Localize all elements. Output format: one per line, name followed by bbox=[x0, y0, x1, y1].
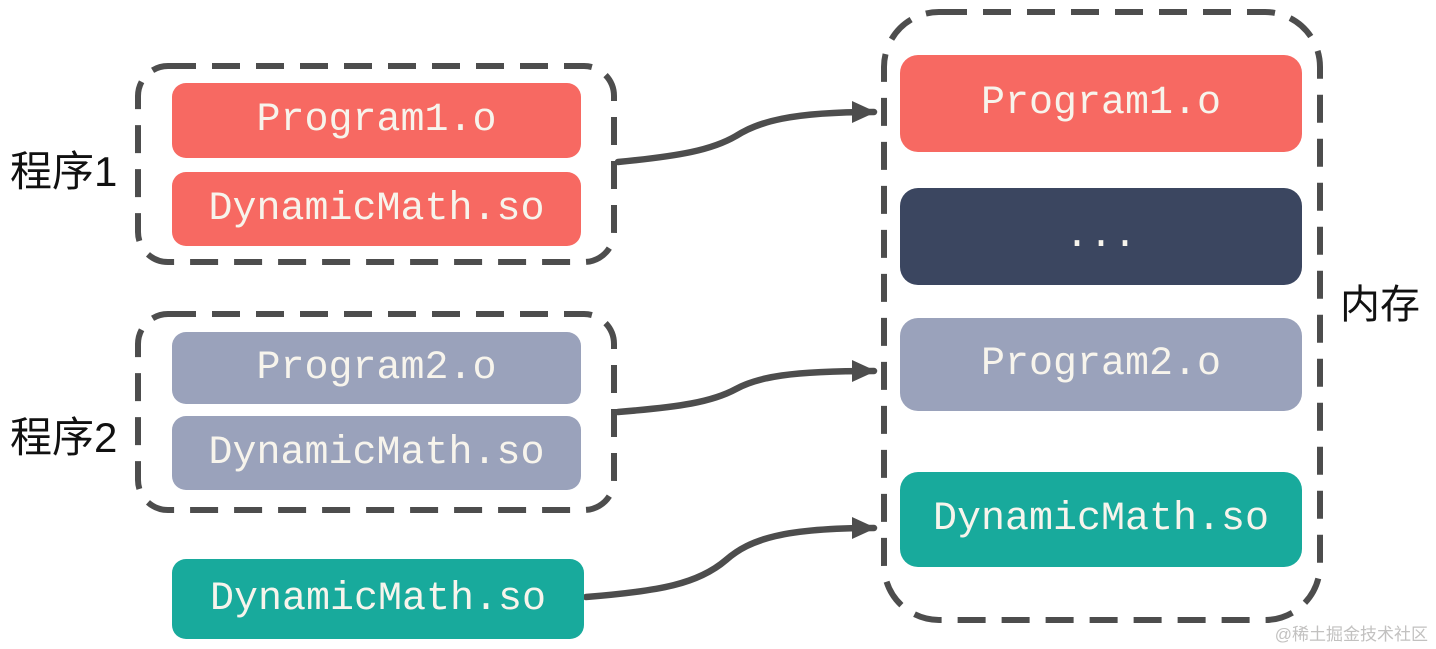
memory-block-program2-o: Program2.o bbox=[900, 318, 1302, 411]
box-group2-dynamicmath-so: DynamicMath.so bbox=[172, 416, 581, 490]
box-group2-program2-o: Program2.o bbox=[172, 332, 581, 404]
box-group1-dynamicmath-so: DynamicMath.so bbox=[172, 172, 581, 246]
arrow-program1-to-memory bbox=[614, 101, 878, 166]
arrow-program2-to-memory bbox=[614, 360, 878, 416]
memory-block-ellipsis: ... bbox=[900, 188, 1302, 285]
watermark: @稀土掘金技术社区 bbox=[1274, 625, 1428, 644]
label-memory: 内存 bbox=[1340, 283, 1420, 327]
label-program1-group: 程序1 bbox=[10, 148, 118, 195]
arrow-dynamicmath-to-memory bbox=[582, 517, 878, 601]
memory-block-dynamicmath-so: DynamicMath.so bbox=[900, 472, 1302, 567]
box-group1-program1-o: Program1.o bbox=[172, 83, 581, 158]
memory-block-program1-o: Program1.o bbox=[900, 55, 1302, 152]
label-program2-group: 程序2 bbox=[10, 414, 118, 461]
box-standalone-dynamicmath-so: DynamicMath.so bbox=[172, 559, 584, 639]
